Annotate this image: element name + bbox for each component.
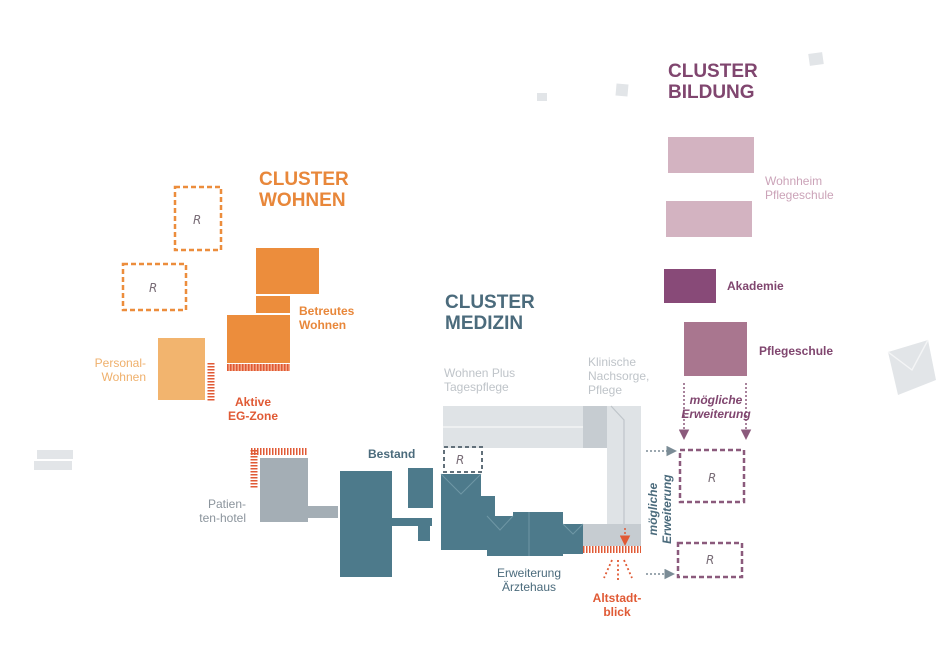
cluster-title-line: MEDIZIN <box>445 313 524 335</box>
reserve-mark: R <box>149 281 157 295</box>
label-line: Altstadt- <box>592 591 642 605</box>
label-line: mögliche <box>645 482 660 536</box>
label-line: Betreutes <box>299 304 355 318</box>
label-aktive-eg-zone: Aktive EG-Zone <box>216 395 290 423</box>
cluster-wohnen-buildings: R R <box>121 185 319 401</box>
label-erweiterung-aerztehaus: Erweiterung Ärztehaus <box>486 566 572 594</box>
label-line: Wohnheim <box>765 174 823 188</box>
label-line: Tagespflege <box>444 380 509 395</box>
label-moegliche-erweiterung-vertical: mögliche Erweiterung <box>646 461 674 557</box>
building-bestand-main <box>340 471 392 577</box>
reserve-plot-wohnen-2 <box>121 262 188 312</box>
label-pflegeschule: Pflegeschule <box>759 344 834 358</box>
label-line: Erweiterung <box>660 474 674 544</box>
cluster-title-line: CLUSTER <box>445 292 535 313</box>
surrounding-buildings <box>34 52 936 470</box>
label-wohnen-plus: Wohnen Plus Tagespflege <box>444 366 515 394</box>
label-line: Wohnen <box>299 318 347 333</box>
cluster-bildung-buildings: R R <box>646 137 754 580</box>
label-personal-wohnen: Personal- Wohnen <box>86 356 146 384</box>
label-line: Klinische <box>588 355 637 369</box>
cluster-bildung-title: CLUSTER BILDUNG <box>668 61 758 104</box>
label-akademie: Akademie <box>727 279 784 293</box>
label-wohnheim-pflegeschule: Wohnheim Pflegeschule <box>765 174 834 202</box>
reserve-plot-bildung-2 <box>676 541 744 579</box>
label-line: ten-hotel <box>199 511 246 526</box>
cluster-title-line: CLUSTER <box>668 61 758 82</box>
cluster-title-line: BILDUNG <box>668 82 755 104</box>
building-personal-wohnen <box>158 338 205 400</box>
label-klinische-nachsorge: Klinische Nachsorge, Pflege <box>588 355 649 397</box>
label-line: Erweiterung <box>681 407 751 422</box>
label-moegliche-erweiterung: mögliche Erweiterung <box>674 393 758 421</box>
building-pflegeschule <box>684 322 747 376</box>
label-altstadtblick: Altstadt- blick <box>584 591 650 619</box>
label-line: Nachsorge, <box>588 369 650 384</box>
reserve-mark: R <box>708 471 716 485</box>
cluster-title-line: CLUSTER <box>259 169 349 190</box>
label-line: Ärztehaus <box>501 580 557 595</box>
building-wohnheim-2 <box>666 201 752 237</box>
building-betreutes-wohnen-south <box>227 315 290 363</box>
label-line: Pflegeschule <box>765 188 834 203</box>
label-line: EG-Zone <box>228 409 278 424</box>
label-line: Personal- <box>94 356 146 370</box>
building-akademie <box>664 269 716 303</box>
label-bestand: Bestand <box>368 447 416 461</box>
building-betreutes-wohnen-link <box>256 296 290 313</box>
label-line: Pflege <box>588 383 623 398</box>
building-betreutes-wohnen-north <box>256 248 319 294</box>
label-line: Patien- <box>207 497 246 511</box>
cluster-wohnen-title: CLUSTER WOHNEN <box>259 169 349 212</box>
reserve-plot-bildung-1 <box>678 448 746 504</box>
reserve-mark: R <box>193 213 201 227</box>
label-line: Erweiterung <box>496 566 562 580</box>
label-line: Aktive <box>234 395 272 409</box>
cluster-medizin-title: CLUSTER MEDIZIN <box>445 292 535 335</box>
building-patientenhotel <box>260 458 308 522</box>
reserve-mark: R <box>706 553 714 567</box>
cluster-title-line: WOHNEN <box>259 190 346 212</box>
reserve-plot-medizin <box>443 446 483 473</box>
building-wohnheim-1 <box>668 137 754 173</box>
cluster-medizin-buildings: R <box>250 405 641 580</box>
reserve-plot-wohnen-1 <box>173 185 223 252</box>
reserve-mark: R <box>456 453 464 467</box>
label-betreutes-wohnen: Betreutes Wohnen <box>299 304 354 332</box>
label-line: Wohnen <box>101 370 146 385</box>
label-patientenhotel: Patien- ten-hotel <box>186 497 246 525</box>
label-line: Wohnen Plus <box>444 366 516 380</box>
label-line: blick <box>603 605 631 620</box>
building-bestand-small <box>408 468 433 508</box>
label-line: mögliche <box>689 393 743 407</box>
